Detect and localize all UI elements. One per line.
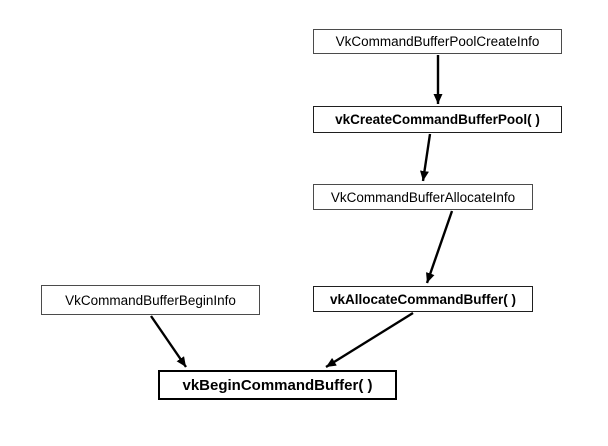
node-vkbegincommandbuffer: vkBeginCommandBuffer( ): [158, 370, 397, 400]
node-vkcommandbufferallocateinfo: VkCommandBufferAllocateInfo: [313, 184, 533, 210]
arrow-createpool-to-allocateinfo: [420, 133, 432, 182]
node-vkallocatecommandbuffer: vkAllocateCommandBuffer( ): [313, 286, 533, 312]
node-vkcommandbufferpoolcreateinfo: VkCommandBufferPoolCreateInfo: [313, 29, 562, 54]
arrow-begininfo-to-beginbuffer: [150, 315, 187, 368]
arrow-allocateinfo-to-allocatebuffer: [425, 210, 454, 284]
node-vkcreatecommandbufferpool: vkCreateCommandBufferPool( ): [313, 106, 562, 133]
arrow-allocatebuffer-to-beginbuffer: [325, 311, 414, 369]
node-vkcommandbufferbegininfo: VkCommandBufferBeginInfo: [41, 285, 260, 315]
